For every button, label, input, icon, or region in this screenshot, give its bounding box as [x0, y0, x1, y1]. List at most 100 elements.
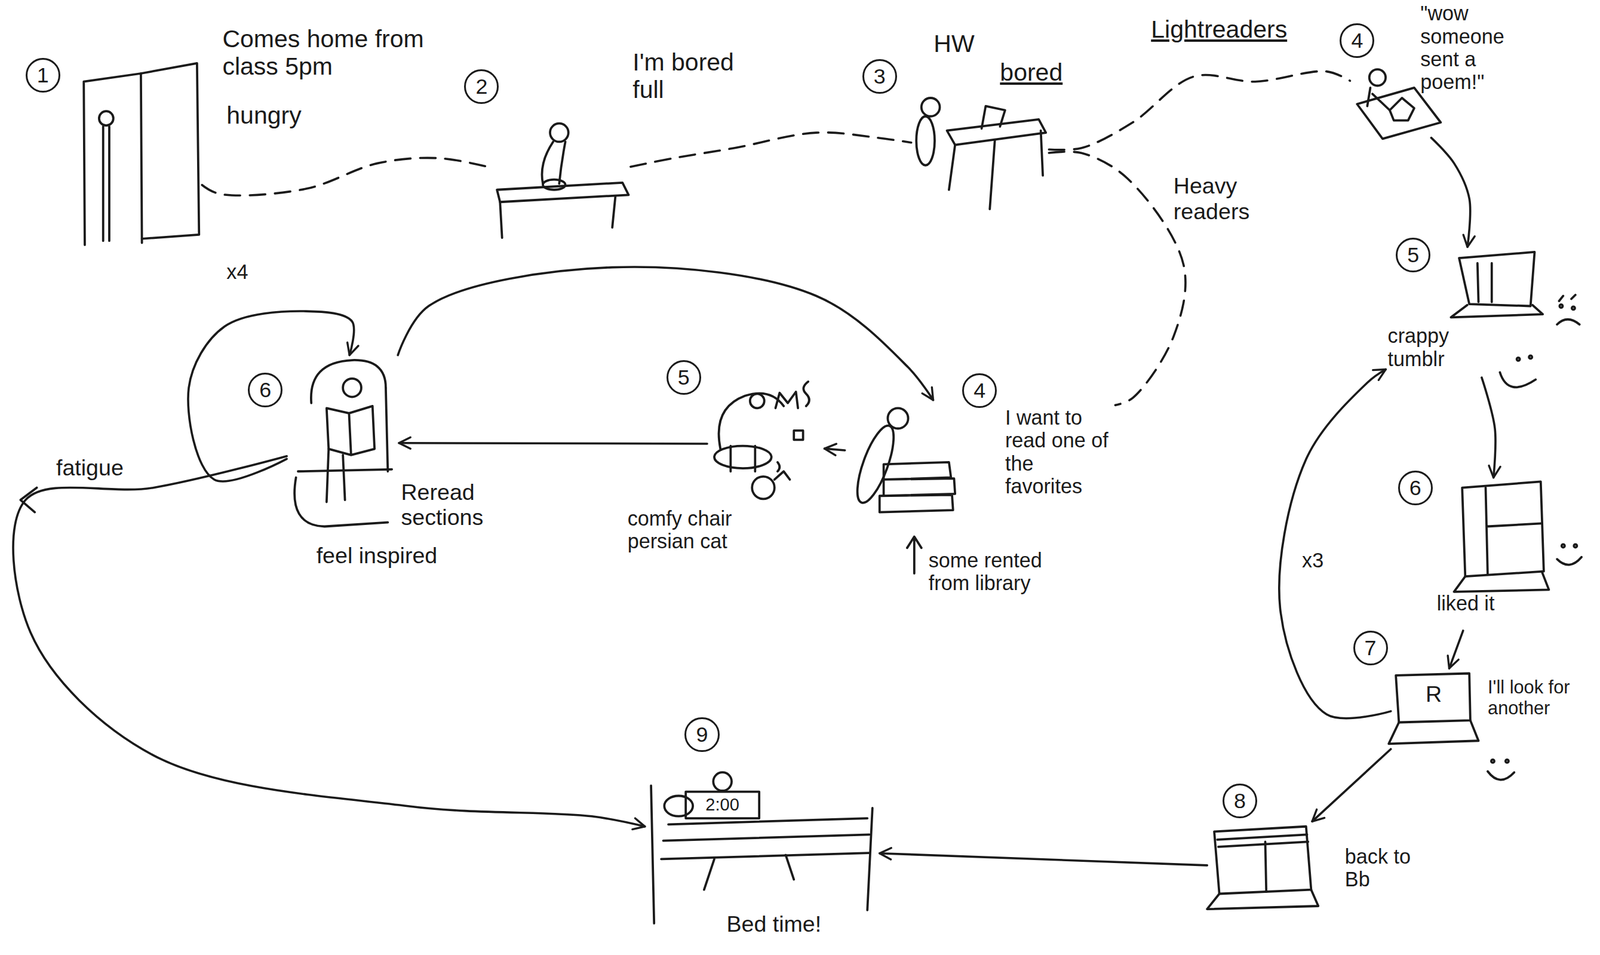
callout-number: 2 — [464, 69, 499, 104]
caption-text: Comes home from class 5pm — [222, 25, 442, 81]
frown-face — [1556, 295, 1580, 325]
table-legs — [499, 197, 616, 238]
caption-text: comfy chair persian cat — [627, 507, 771, 554]
flow-arrow — [1279, 369, 1391, 718]
flow-arrow — [398, 443, 708, 444]
door-frame — [83, 73, 142, 245]
laptop-screen — [1214, 826, 1311, 895]
callout-number: 4 — [1339, 23, 1375, 58]
person-head — [1369, 69, 1386, 86]
scene-panel: 5crappy tumblr — [1385, 246, 1544, 378]
laptop-base — [1207, 889, 1319, 909]
caption-text: back to Bb — [1344, 845, 1427, 892]
caption-text: "wow someone sent a poem!" — [1420, 1, 1533, 94]
person-head — [99, 111, 114, 126]
bed-sheet — [1356, 87, 1441, 139]
open-book — [326, 406, 375, 456]
dashed-path — [1048, 71, 1350, 150]
callout-number: 5 — [666, 360, 702, 395]
device — [1389, 97, 1415, 121]
mug — [793, 430, 803, 440]
flow-arrow — [188, 311, 355, 482]
flow-arrow — [879, 853, 1208, 866]
clock-time: 2:00 — [691, 794, 754, 815]
door-scene — [83, 63, 199, 245]
dashed-path — [201, 157, 493, 196]
smile-face — [1499, 372, 1536, 388]
laptop-screen — [1462, 481, 1544, 577]
screen-lines — [1485, 487, 1543, 575]
laptop-base — [1388, 720, 1479, 744]
homework-book — [981, 106, 1006, 130]
screen-lines — [1217, 834, 1308, 892]
smile-face — [1487, 771, 1514, 780]
scene-panel: 7RI'll look for another — [1390, 668, 1478, 751]
flow-arrow — [397, 266, 933, 401]
desk-scene — [916, 97, 1046, 210]
cat-ears — [775, 391, 799, 408]
flow-arrow — [824, 448, 845, 451]
scene-panel: 5comfy chair persian cat — [707, 382, 825, 506]
desk-legs — [949, 130, 1043, 210]
edge-label: Heavy readers — [1173, 173, 1266, 224]
scene-panel: 4I want to read one of the favoritessome… — [845, 400, 1116, 523]
caption-text: feel inspired — [316, 542, 521, 568]
edge-label: Lightreaders — [1150, 16, 1288, 44]
face-eye — [1561, 544, 1565, 548]
pointer-arrow — [907, 536, 922, 574]
scene-panel: 2I'm bored full — [492, 120, 631, 242]
table-top — [496, 182, 629, 202]
bed-scene — [650, 772, 873, 924]
face-eye — [1491, 759, 1495, 763]
person-arm — [1367, 87, 1390, 111]
flow-arrow — [1449, 630, 1464, 669]
callout-number: 3 — [862, 59, 898, 94]
bed-posts — [650, 785, 873, 924]
face-eye — [1573, 544, 1577, 548]
smile-face — [1556, 557, 1582, 565]
cat-squiggles — [774, 381, 810, 480]
callout-number: 6 — [1398, 470, 1433, 506]
laptop-screen — [1459, 252, 1535, 307]
callout-number: 5 — [1395, 237, 1431, 273]
person-legs — [326, 449, 346, 503]
blanket — [661, 818, 870, 859]
laptop-liked — [1454, 481, 1583, 592]
person-body — [103, 126, 110, 241]
screen-letter: R — [1418, 681, 1449, 707]
dashed-path — [1048, 151, 1186, 405]
edge-label: fatigue — [56, 455, 124, 481]
chair-seat — [294, 469, 392, 527]
scene-panel: 6liked it — [1433, 477, 1550, 631]
bed-legs — [704, 855, 794, 890]
reading-scene — [294, 360, 392, 527]
caption-text: hungry — [226, 102, 349, 130]
laptop-base — [1454, 571, 1550, 592]
laptop-tumblr — [1450, 252, 1580, 388]
caption-text: liked it — [1436, 591, 1540, 615]
person-legs — [730, 446, 755, 472]
caption-text: Bed time! — [726, 911, 880, 937]
scene-panel: 92:00Bed time! — [645, 777, 880, 921]
face-eye — [1559, 304, 1563, 308]
person-body — [541, 141, 565, 184]
caption-text: I'll look for another — [1487, 677, 1599, 719]
laptop-screen — [1395, 673, 1471, 723]
callout-number: 1 — [25, 57, 61, 93]
person-head — [713, 772, 732, 791]
caption-text: crappy tumblr — [1387, 324, 1485, 371]
plate — [542, 179, 566, 190]
scene-panel: 6Reread sectionsfeel inspired — [286, 355, 399, 531]
alarm-clock — [685, 791, 760, 819]
person-head — [921, 97, 941, 117]
caption-text: I want to read one of the favorites — [1005, 406, 1113, 498]
person-head — [342, 378, 362, 398]
scene-panel: 4"wow someone sent a poem!" — [1349, 61, 1444, 138]
caption-text: Reread sections — [400, 479, 503, 530]
scene-panel: 1Comes home from class 5pmhungry — [79, 59, 202, 248]
face-eye — [1505, 759, 1509, 763]
person-head — [750, 393, 765, 408]
